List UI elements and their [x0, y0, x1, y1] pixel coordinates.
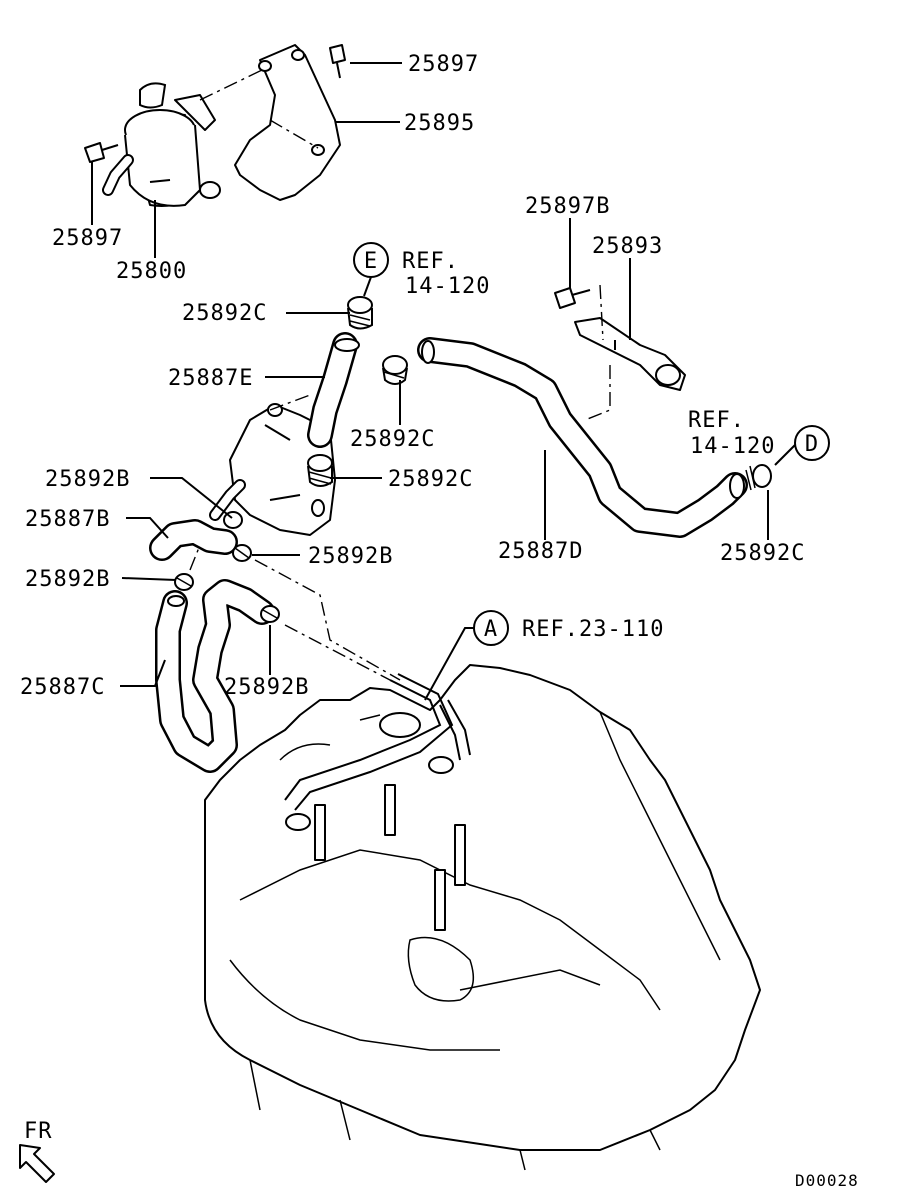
hose-25887D	[417, 337, 748, 538]
callout-25887C: 25887C	[20, 675, 105, 700]
ref-letter-e: E	[364, 249, 378, 274]
clip-25892C-top	[347, 296, 373, 330]
guide-line-1	[199, 69, 263, 101]
ref-d-line2: 14-120	[690, 434, 775, 459]
guide-line-7	[284, 624, 391, 681]
leader-lines	[91, 62, 796, 701]
callout-25897-top: 25897	[408, 52, 479, 77]
callout-25800: 25800	[116, 259, 187, 284]
ref-circle-d	[794, 425, 830, 461]
ref-e-line2: 14-120	[405, 274, 490, 299]
callout-25893: 25893	[592, 234, 663, 259]
guide-line-2	[269, 119, 319, 149]
bolt-25897B	[554, 287, 591, 309]
guide-line-4	[599, 284, 604, 341]
ref-circle-e	[353, 242, 389, 278]
ref-letter-a: A	[484, 617, 498, 642]
callout-25895: 25895	[404, 111, 475, 136]
hose-25887B	[149, 519, 238, 561]
callout-25897-left: 25897	[52, 226, 123, 251]
callout-25897B: 25897B	[525, 194, 610, 219]
clip-25892B-2	[232, 544, 252, 562]
callout-25887B: 25887B	[25, 507, 110, 532]
clip-25892B-3	[174, 573, 194, 591]
callout-25892C-low: 25892C	[388, 467, 473, 492]
ref-a-text: REF.23-110	[522, 617, 664, 642]
guide-line-8	[189, 544, 201, 571]
callout-25892B-2: 25892B	[308, 544, 393, 569]
callout-25892C-right: 25892C	[720, 541, 805, 566]
front-direction-arrow-icon	[19, 1144, 55, 1183]
callout-25892B-4: 25892B	[224, 675, 309, 700]
clip-25892C-mid	[382, 355, 408, 385]
callout-25887D: 25887D	[498, 539, 583, 564]
callout-25892B-3: 25892B	[25, 567, 110, 592]
oil-cooler-25800	[102, 82, 221, 207]
clip-25892C-right	[745, 464, 772, 491]
clip-25892B-4	[260, 605, 280, 623]
housing-studs	[285, 756, 466, 931]
clip-25892C-low	[307, 454, 333, 487]
callout-25892C-mid: 25892C	[350, 427, 435, 452]
ref-letter-d: D	[805, 432, 819, 457]
transmission-housing	[204, 664, 761, 1171]
ref-d-line1: REF.	[688, 408, 745, 433]
front-direction-label: FR	[24, 1119, 53, 1144]
bolt-25897-top	[329, 44, 346, 79]
callout-25892C-top: 25892C	[182, 301, 267, 326]
guide-line-6	[254, 559, 401, 681]
bracket-25895	[234, 44, 341, 201]
ref-circle-a	[473, 610, 509, 646]
bolt-25897-left	[84, 142, 119, 163]
cooler-pipes	[284, 673, 471, 811]
callout-25892B-1: 25892B	[45, 467, 130, 492]
hose-25887C	[155, 579, 275, 773]
drawing-code: D00028	[795, 1171, 859, 1187]
guide-line-3	[269, 394, 311, 411]
hose-25887E	[307, 332, 360, 448]
bracket-25893	[574, 317, 686, 391]
ref-e-line1: REF.	[402, 249, 459, 274]
callout-25887E: 25887E	[168, 366, 253, 391]
guide-line-5	[584, 365, 611, 421]
